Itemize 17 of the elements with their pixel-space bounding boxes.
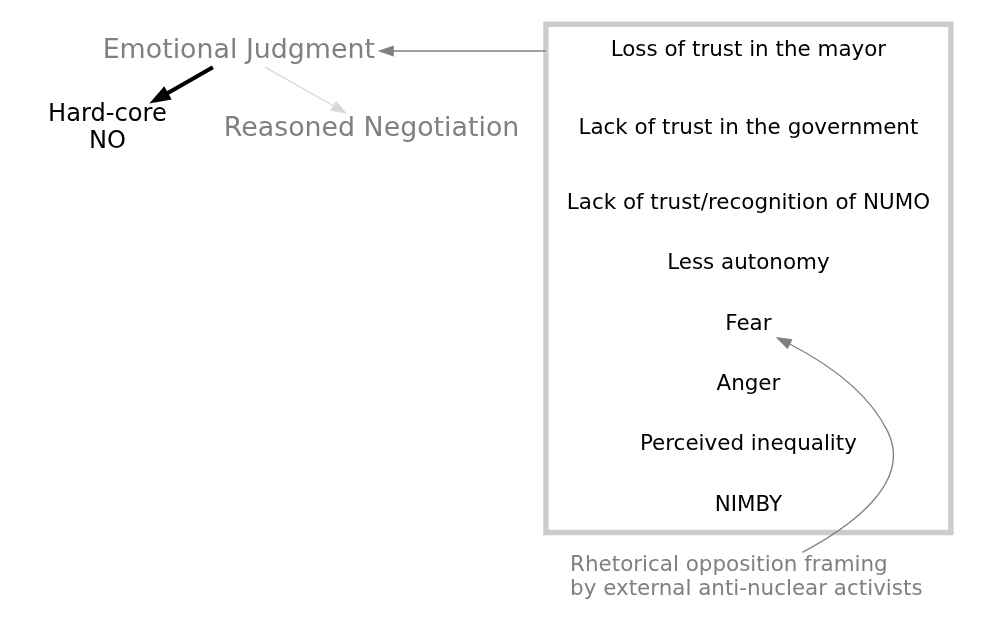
node-text: Hard-core NO [48,99,167,155]
node-text: Rhetorical opposition framing by external anti-nuclear activists [570,551,923,601]
node-text: Fear [725,309,772,335]
node-text: Anger [716,370,781,396]
cluster [543,21,954,536]
node-text: Loss of trust in the mayor [610,36,887,62]
node-text: NIMBY [714,490,783,516]
node-text: Lack of trust in the government [578,113,919,139]
node-text: Perceived inequality [639,430,857,456]
arrow [377,45,547,57]
node-text: Emotional Judgment [102,32,375,64]
arrow [149,65,214,104]
arrow [775,337,895,553]
arrow [264,66,348,114]
node-text: Reasoned Negotiation [223,110,520,142]
node-text: Less autonomy [667,249,830,275]
node-text: Lack of trust/recognition of NUMO [566,189,931,214]
